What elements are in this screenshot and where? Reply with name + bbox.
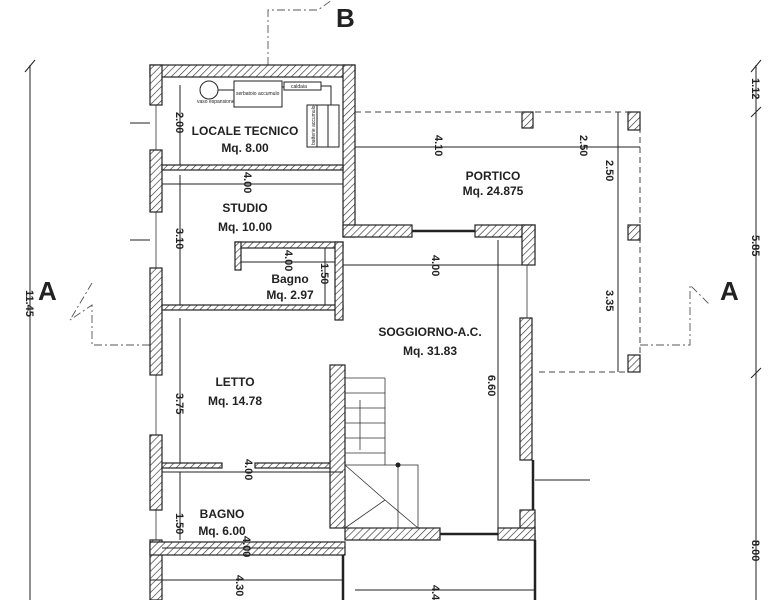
dim-bagno-small-height: 1.50 bbox=[318, 263, 330, 284]
room-labels: LOCALE TECNICO Mq. 8.00 STUDIO Mq. 10.00… bbox=[192, 124, 524, 538]
room-bagno-name: BAGNO bbox=[200, 507, 245, 521]
vaso-label: vaso espansione bbox=[197, 99, 235, 105]
technical-equipment: vaso espansione serbatoio accumulo calda… bbox=[197, 80, 340, 148]
portico-outline bbox=[355, 111, 641, 373]
room-studio-area: Mq. 10.00 bbox=[218, 220, 272, 234]
pillar bbox=[627, 354, 641, 373]
dim-bagno-width: 4.00 bbox=[240, 536, 252, 557]
serbatoio-label: serbatoio accumulo bbox=[236, 91, 280, 97]
dim-total-left: 11.45 bbox=[23, 290, 35, 317]
section-b-label: B bbox=[336, 3, 355, 33]
battery-icon bbox=[306, 104, 340, 148]
section-a-left-label: A bbox=[38, 276, 57, 306]
expansion-vessel-icon bbox=[199, 80, 219, 100]
dimension-labels: 2.00 4.00 3.10 4.00 1.50 4.00 4.10 2.50 … bbox=[23, 78, 761, 600]
room-soggiorno-area: Mq. 31.83 bbox=[403, 344, 457, 358]
dim-studio-height: 3.10 bbox=[173, 228, 185, 249]
dim-soggiorno-height: 6.60 bbox=[485, 375, 497, 396]
dim-portico-d: 3.35 bbox=[603, 290, 615, 311]
room-locale-tecnico-name: LOCALE TECNICO bbox=[192, 124, 299, 138]
room-soggiorno-name: SOGGIORNO-A.C. bbox=[378, 325, 481, 339]
room-letto-name: LETTO bbox=[215, 375, 254, 389]
windows bbox=[155, 105, 590, 600]
staircase bbox=[344, 377, 419, 529]
room-portico-area: Mq. 24.875 bbox=[463, 184, 524, 198]
pillar bbox=[627, 224, 641, 241]
pillar bbox=[627, 111, 641, 131]
section-marker-a-left: A bbox=[38, 276, 150, 346]
dim-right-3: 8.00 bbox=[749, 540, 761, 561]
dim-bagno-height: 1.50 bbox=[173, 513, 185, 534]
room-letto-area: Mq. 14.78 bbox=[208, 394, 262, 408]
room-portico-name: PORTICO bbox=[466, 169, 521, 183]
room-bagno-area: Mq. 6.00 bbox=[198, 524, 246, 538]
section-marker-a-right: A bbox=[640, 276, 739, 346]
dim-lt-height: 2.00 bbox=[173, 112, 185, 133]
dim-portico-c: 2.50 bbox=[603, 160, 615, 181]
dim-letto-height: 3.75 bbox=[173, 393, 185, 414]
batterie-label: batterie accumulo bbox=[311, 105, 317, 145]
room-bagno-small-area: Mq. 2.97 bbox=[266, 288, 314, 302]
section-marker-b: B bbox=[267, 0, 355, 65]
dim-portico-a: 4.10 bbox=[432, 135, 444, 156]
room-locale-tecnico-area: Mq. 8.00 bbox=[221, 141, 269, 155]
dim-bottom-right: 4.40 bbox=[429, 585, 441, 600]
pillar bbox=[521, 111, 534, 129]
dim-bottom-left: 4.30 bbox=[233, 575, 245, 596]
dim-portico-b: 2.50 bbox=[577, 135, 589, 156]
dim-studio-width: 4.00 bbox=[241, 172, 253, 193]
section-a-right-label: A bbox=[720, 276, 739, 306]
caldaia-label: caldaia bbox=[291, 84, 307, 90]
tank-icon bbox=[233, 80, 283, 108]
room-studio-name: STUDIO bbox=[222, 201, 267, 215]
dim-bagno-small-width: 4.00 bbox=[282, 250, 294, 271]
dim-soggiorno-width: 4.00 bbox=[429, 255, 441, 276]
dim-letto-width: 4.00 bbox=[242, 459, 254, 480]
dim-right-2: 5.85 bbox=[749, 235, 761, 256]
dimension-lines bbox=[24, 59, 762, 600]
dim-right-1: 1.12 bbox=[749, 78, 761, 99]
room-bagno-small-name: Bagno bbox=[271, 272, 308, 286]
